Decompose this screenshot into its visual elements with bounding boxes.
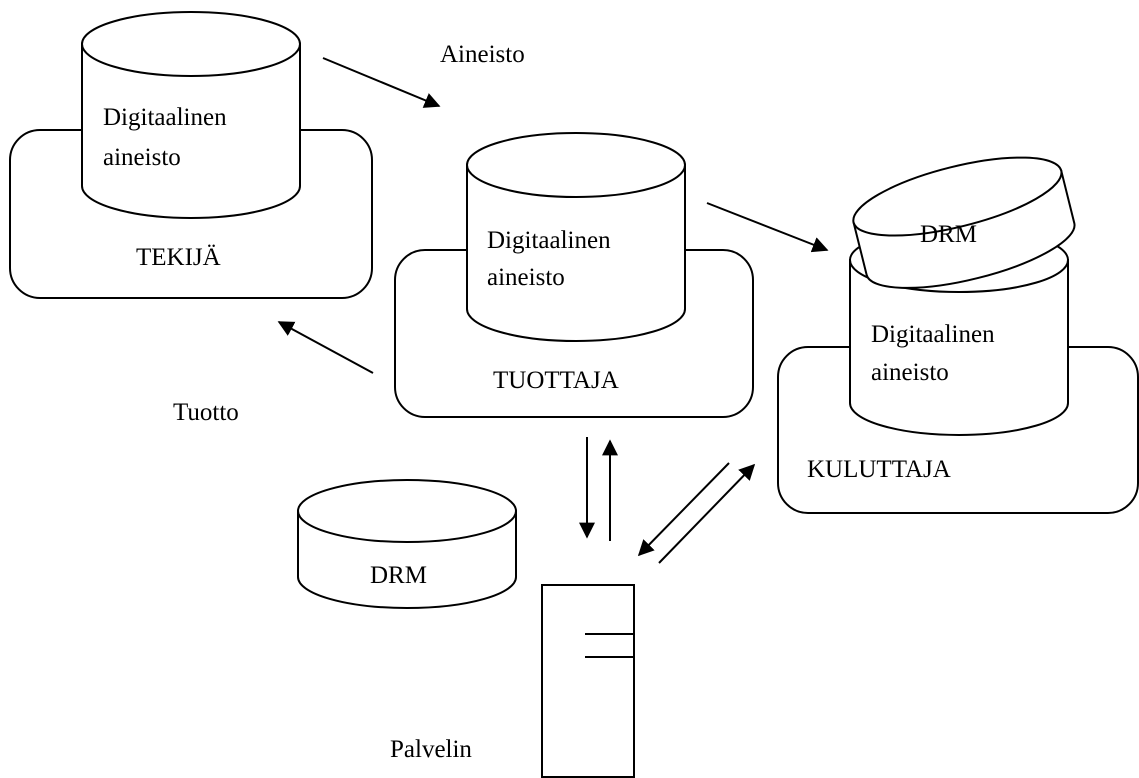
palvelin-label: Palvelin xyxy=(390,736,472,763)
tuottaja-group: Digitaalinen aineisto TUOTTAJA xyxy=(394,132,754,418)
tekija-cylinder-line1: Digitaalinen xyxy=(103,104,227,131)
kuluttaja-drm-label: DRM xyxy=(920,221,977,248)
kuluttaja-box-label: KULUTTAJA xyxy=(807,456,951,483)
server-body xyxy=(541,584,635,778)
tuottaja-cylinder-line2: aineisto xyxy=(487,264,565,291)
tuottaja-cylinder-line1: Digitaalinen xyxy=(487,227,611,254)
server-icon xyxy=(541,584,635,778)
arrow-server-to-kuluttaja xyxy=(658,463,756,564)
drm-database: DRM xyxy=(297,479,517,609)
kuluttaja-cylinder-line2: aineisto xyxy=(871,359,949,386)
tekija-cylinder: Digitaalinen aineisto xyxy=(81,11,301,219)
kuluttaja-drm-cylinder: DRM xyxy=(852,156,1076,289)
tekija-cylinder-line2: aineisto xyxy=(103,144,181,171)
arrow-tuottaja-to-kuluttaja xyxy=(706,202,829,253)
tuottaja-box-label: TUOTTAJA xyxy=(493,367,619,394)
drm-database-label: DRM xyxy=(370,562,427,589)
tuottaja-cylinder: Digitaalinen aineisto xyxy=(466,132,686,342)
kuluttaja-group: Digitaalinen aineisto DRM KULUTTAJA xyxy=(777,156,1139,514)
arrow-kuluttaja-to-server xyxy=(637,462,730,557)
tuotto-label: Tuotto xyxy=(173,399,239,426)
arrow-tekija-to-tuottaja xyxy=(322,57,441,108)
kuluttaja-cylinder-line1: Digitaalinen xyxy=(871,321,995,348)
tekija-box-label: TEKIJÄ xyxy=(136,244,221,271)
aineisto-label: Aineisto xyxy=(440,41,525,68)
tekija-group: Digitaalinen aineisto TEKIJÄ xyxy=(9,11,373,299)
arrow-tuottaja-to-tekija xyxy=(277,321,374,374)
